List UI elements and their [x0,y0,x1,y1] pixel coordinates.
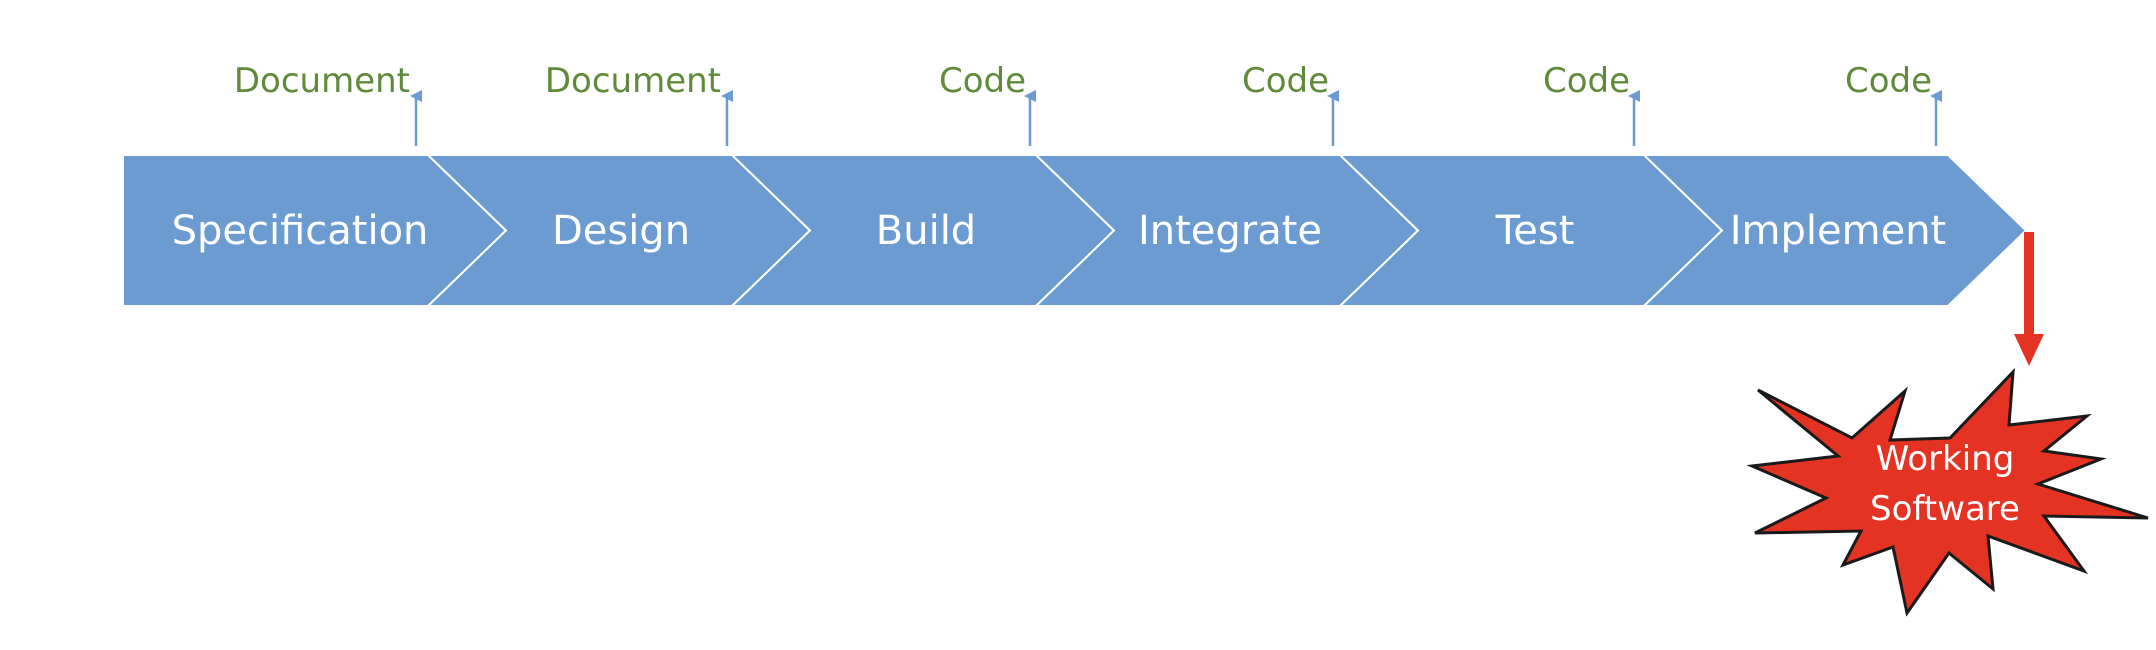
stage-label-design: Design [552,208,690,254]
stage-labels: Specification Design Build Integrate Tes… [172,208,1947,254]
artifact-label-test: Code [1543,61,1630,101]
burst-label-line1: Working [1876,439,2015,479]
outcome-arrow [2014,232,2044,366]
working-software-burst: Working Software [1746,367,2149,617]
artifact-labels: Document Document Code Code Code Code [234,61,1932,101]
stage-label-integrate: Integrate [1138,208,1322,254]
artifact-label-design: Document [545,61,721,101]
stage-chevron-implement [1641,154,2028,307]
stage-label-build: Build [876,208,976,254]
starburst-shape [1746,367,2149,617]
artifact-arrows [410,90,1942,146]
artifact-label-specification: Document [234,61,410,101]
outcome-arrow-head [2014,334,2044,366]
artifact-label-build: Code [939,61,1026,101]
stage-label-implement: Implement [1730,208,1946,254]
burst-label-line2: Software [1870,489,2020,529]
stage-label-specification: Specification [172,208,429,254]
artifact-label-integrate: Code [1242,61,1329,101]
stage-chevrons [122,154,2028,307]
stage-label-test: Test [1495,208,1575,254]
artifact-label-implement: Code [1845,61,1932,101]
